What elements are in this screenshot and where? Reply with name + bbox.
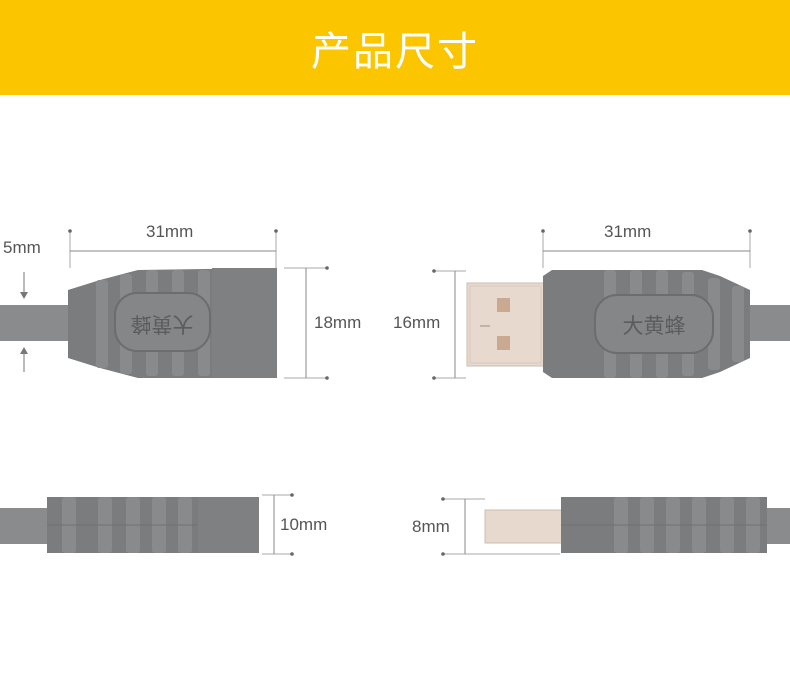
brand-logo-female: 大黄蜂: [131, 312, 194, 335]
female-length-label: 31mm: [146, 222, 194, 241]
title-banner: 产品尺寸: [0, 0, 790, 95]
cable-left: [0, 305, 75, 341]
male-connector-side: [441, 497, 790, 556]
male-side-thickness-label: 8mm: [412, 517, 450, 536]
page-title: 产品尺寸: [311, 28, 479, 75]
product-drawing: 大黄蜂 大黄蜂: [0, 229, 790, 556]
female-side-thickness-label: 10mm: [280, 515, 328, 534]
female-connector-top: 大黄蜂: [0, 229, 329, 380]
female-height-label: 18mm: [314, 313, 362, 332]
female-connector-side: [0, 493, 294, 556]
male-connector-top: 大黄蜂: [432, 229, 790, 380]
cable-diameter-label: 5mm: [3, 238, 41, 257]
brand-logo-male: 大黄蜂: [623, 315, 686, 338]
male-plug-height-label: 16mm: [393, 313, 441, 332]
cable-right: [745, 305, 790, 341]
male-length-label: 31mm: [604, 222, 652, 241]
